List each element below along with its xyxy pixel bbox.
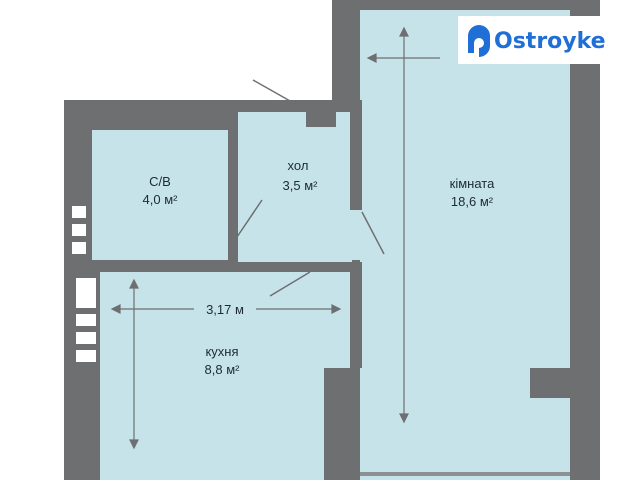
bathroom-area: 4,0 м² <box>143 192 179 207</box>
kitchen-width-label: 3,17 м <box>206 302 244 317</box>
ostroyke-logo-icon <box>468 25 490 57</box>
double-arrow-icon <box>129 278 139 289</box>
living-room-area: 18,6 м² <box>451 194 494 209</box>
bathroom-floor <box>92 130 228 260</box>
window-kitchen-1 <box>76 278 96 308</box>
kitchen-right-wall <box>350 272 362 368</box>
kitchen-floor <box>100 272 352 400</box>
brand-name: Ostroyke <box>494 29 606 54</box>
double-arrow-icon <box>366 53 377 63</box>
balcony-glazing <box>360 472 570 476</box>
door-swings <box>236 79 385 297</box>
living-room-name: кімната <box>450 176 495 191</box>
kitchen-top-wall-right <box>310 262 362 272</box>
inner-walls <box>92 100 570 400</box>
window-kitchen-3 <box>76 332 96 344</box>
living-door-swing <box>361 211 385 255</box>
window-kitchen-2 <box>76 314 96 326</box>
hall-name: хол <box>288 158 309 173</box>
brand-logo: Ostroyke <box>458 16 616 64</box>
window-bath-3 <box>72 242 86 254</box>
notch-top <box>306 105 336 127</box>
windows <box>72 206 96 362</box>
bathroom-name: С/В <box>149 174 171 189</box>
kitchen-door-swing <box>269 271 311 297</box>
window-bath-2 <box>72 224 86 236</box>
hall-bath-partition-low <box>228 238 238 272</box>
entry-door-swing <box>252 79 307 111</box>
dimension-arrows <box>110 26 440 450</box>
kitchen-top-wall-left <box>92 262 262 272</box>
hall-area: 3,5 м² <box>283 178 319 193</box>
hall-right-wall <box>350 100 362 210</box>
window-kitchen-4 <box>76 350 96 362</box>
bath-door-swing <box>236 199 263 238</box>
hall-floor-link <box>240 190 390 260</box>
hall-bath-partition <box>228 130 238 190</box>
double-arrow-icon <box>399 413 409 424</box>
living-pillar <box>530 368 570 398</box>
kitchen-name: кухня <box>205 344 238 359</box>
double-arrow-icon <box>399 26 409 37</box>
balcony-strip <box>360 400 570 480</box>
window-bath-1 <box>72 206 86 218</box>
double-arrow-icon <box>331 304 342 314</box>
double-arrow-icon <box>110 304 121 314</box>
double-arrow-icon <box>129 439 139 450</box>
kitchen-area: 8,8 м² <box>205 362 241 377</box>
kitchen-pillar <box>324 368 360 400</box>
